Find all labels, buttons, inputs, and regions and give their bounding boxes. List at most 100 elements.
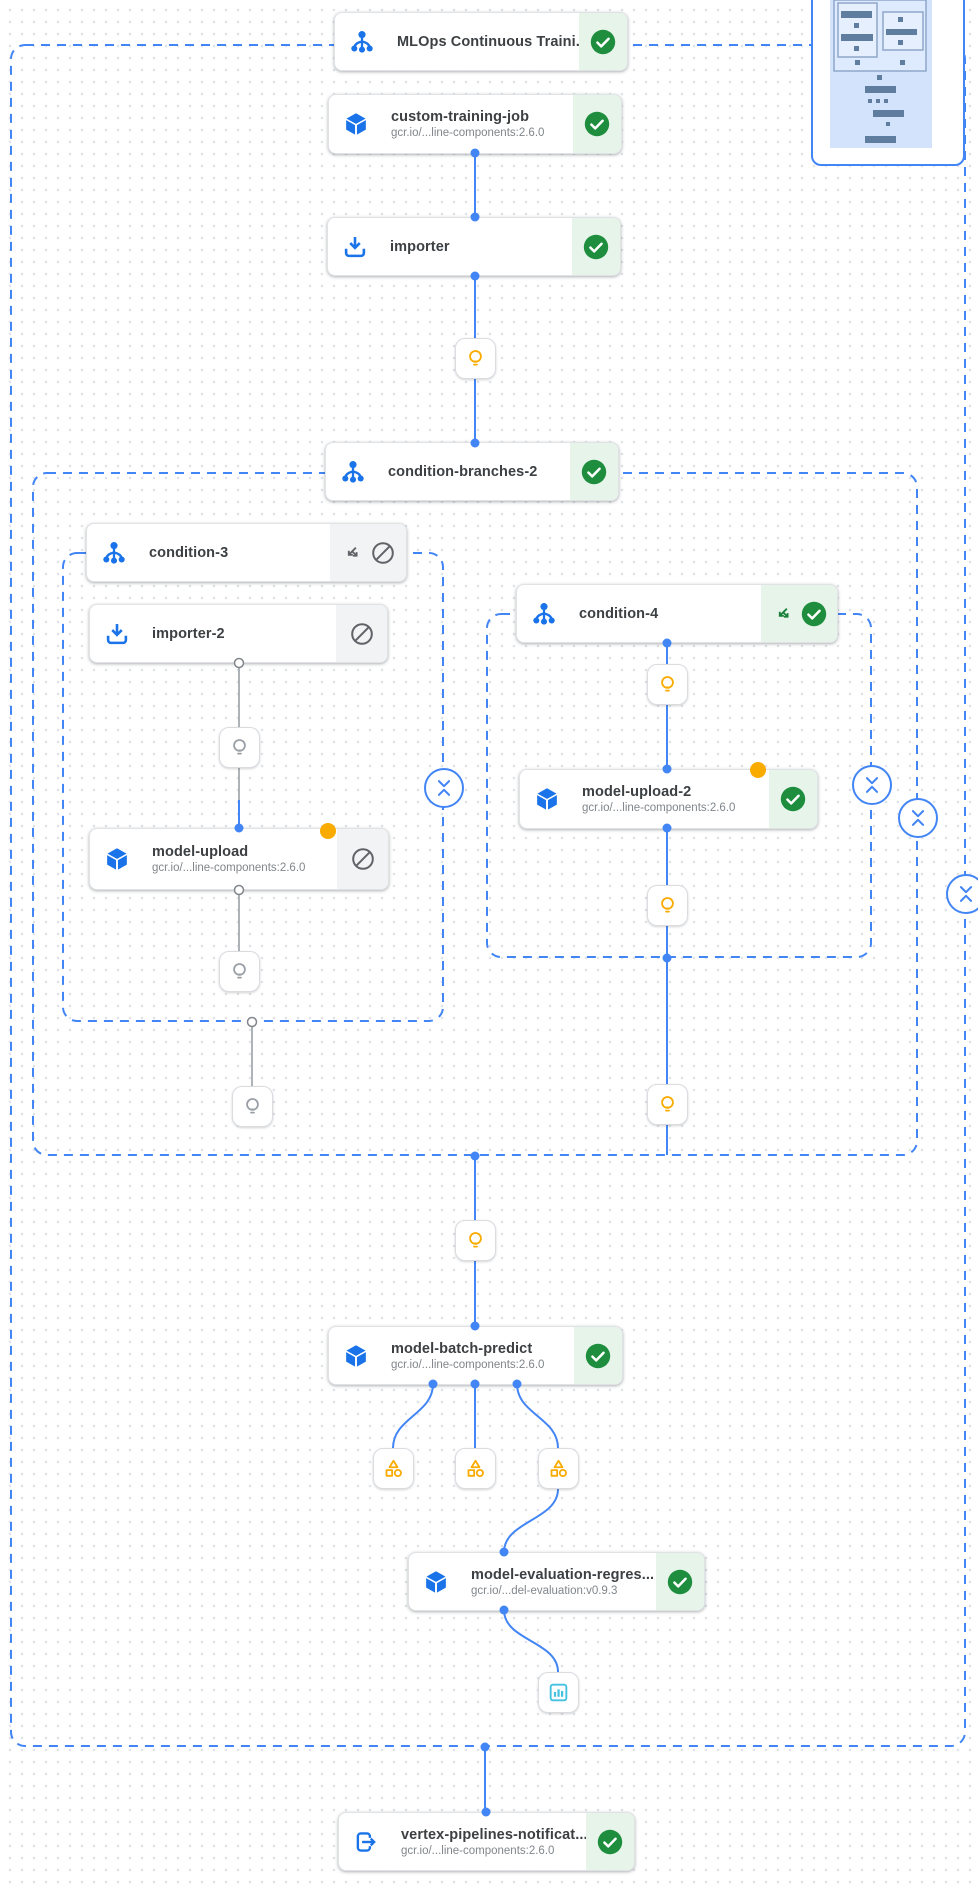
collapse-icon [861,774,883,796]
node-model-batch-predict[interactable]: model-batch-predict gcr.io/...line-compo… [328,1326,623,1385]
node-mlops-continuous-training[interactable]: MLOps Continuous Traini... [334,12,628,71]
artifact-lightbulb-skipped[interactable] [219,951,260,992]
exit-icon [353,1829,379,1855]
node-status [769,770,817,828]
edges-skipped [238,663,253,1086]
success-icon [585,1343,611,1369]
node-model-upload-2[interactable]: model-upload-2 gcr.io/...line-components… [519,762,818,829]
success-icon [780,786,806,812]
dag-icon [531,601,557,627]
node-title: model-upload [152,844,249,860]
node-subtitle: gcr.io/...line-components:2.6.0 [401,1844,555,1857]
node-condition-branches-2[interactable]: condition-branches-2 [325,442,619,501]
node-status [761,585,837,642]
cube-icon [423,1569,449,1595]
lightbulb-icon [464,1229,487,1252]
lightbulb-icon [656,1093,679,1116]
edge [503,1488,559,1553]
node-importer-2[interactable]: importer-2 [89,604,388,663]
node-model-upload[interactable]: model-upload gcr.io/...line-components:2… [89,823,389,890]
success-icon [583,234,609,260]
node-condition-3[interactable]: condition-3 [86,523,407,582]
edge [392,1383,434,1449]
artifact-lightbulb[interactable] [647,664,688,705]
node-title: vertex-pipelines-notificat... [401,1826,588,1843]
skipped-icon [350,846,376,872]
node-custom-training-job[interactable]: custom-training-job gcr.io/...line-compo… [328,94,622,154]
cube-icon [343,111,369,137]
artifact-lightbulb[interactable] [647,885,688,926]
collapse-icon [955,883,977,905]
node-status [573,95,621,153]
node-title: MLOps Continuous Traini... [397,33,589,50]
cube-icon [534,786,560,812]
minimap-viewport [830,0,932,148]
collapse-icon [907,807,929,829]
node-status [336,605,387,662]
notification-dot [320,823,336,839]
skipped-icon [349,621,375,647]
node-title: custom-training-job [391,109,530,125]
node-vertex-pipelines-notification[interactable]: vertex-pipelines-notificat... gcr.io/...… [338,1812,635,1871]
skipped-icon [370,540,396,566]
node-subtitle: gcr.io/...line-components:2.6.0 [391,1358,545,1371]
artifact-category[interactable] [455,1448,496,1489]
node-status [330,524,406,581]
cube-icon [343,1343,369,1369]
dag-icon [101,540,127,566]
artifact-lightbulb[interactable] [455,338,496,379]
success-icon [581,459,607,485]
edge [516,1383,559,1449]
artifact-category[interactable] [373,1448,414,1489]
edge [503,1609,559,1673]
category-icon [382,1457,405,1480]
notification-dot [750,762,766,778]
node-status [570,443,618,500]
metrics-icon [547,1681,570,1704]
category-icon [547,1457,570,1480]
node-status [656,1553,704,1610]
node-subtitle: gcr.io/...line-components:2.6.0 [152,862,306,874]
node-subtitle: gcr.io/...line-components:2.6.0 [391,127,545,139]
dag-icon [340,459,366,485]
success-icon [597,1829,623,1855]
node-status [586,1813,634,1870]
node-status [579,13,627,70]
artifact-metrics[interactable] [538,1672,579,1713]
artifact-lightbulb[interactable] [647,1084,688,1125]
artifact-lightbulb[interactable] [455,1220,496,1261]
node-status [572,218,620,275]
node-title: importer-2 [152,625,225,642]
collapse-group-button-condition-3[interactable] [424,768,464,808]
dag-icon [349,29,375,55]
node-status [337,829,388,889]
branch-expand-icon [772,603,794,625]
node-title: condition-4 [579,605,659,622]
collapse-group-button-condition-4[interactable] [852,765,892,805]
success-icon [667,1569,693,1595]
branch-expand-icon [341,542,363,564]
category-icon [464,1457,487,1480]
success-icon [801,601,827,627]
node-status [574,1327,622,1384]
minimap[interactable] [811,0,965,166]
minimap-shapes [841,11,917,143]
lightbulb-icon [228,736,251,759]
node-importer[interactable]: importer [327,217,621,276]
node-condition-4[interactable]: condition-4 [516,584,838,643]
lightbulb-icon [228,960,251,983]
artifact-lightbulb-skipped[interactable] [219,727,260,768]
artifact-category[interactable] [538,1448,579,1489]
collapse-group-button-condition-branches-2[interactable] [898,798,938,838]
artifact-lightbulb-skipped[interactable] [232,1086,273,1127]
collapse-group-button-pipeline-root[interactable] [946,874,978,914]
lightbulb-icon [464,347,487,370]
import-icon [342,234,368,260]
success-icon [584,111,610,137]
lightbulb-icon [656,673,679,696]
node-model-evaluation-regression[interactable]: model-evaluation-regres... gcr.io/...del… [408,1552,705,1611]
minimap-content [830,0,932,148]
cube-icon [104,846,130,872]
node-title: importer [390,238,450,255]
